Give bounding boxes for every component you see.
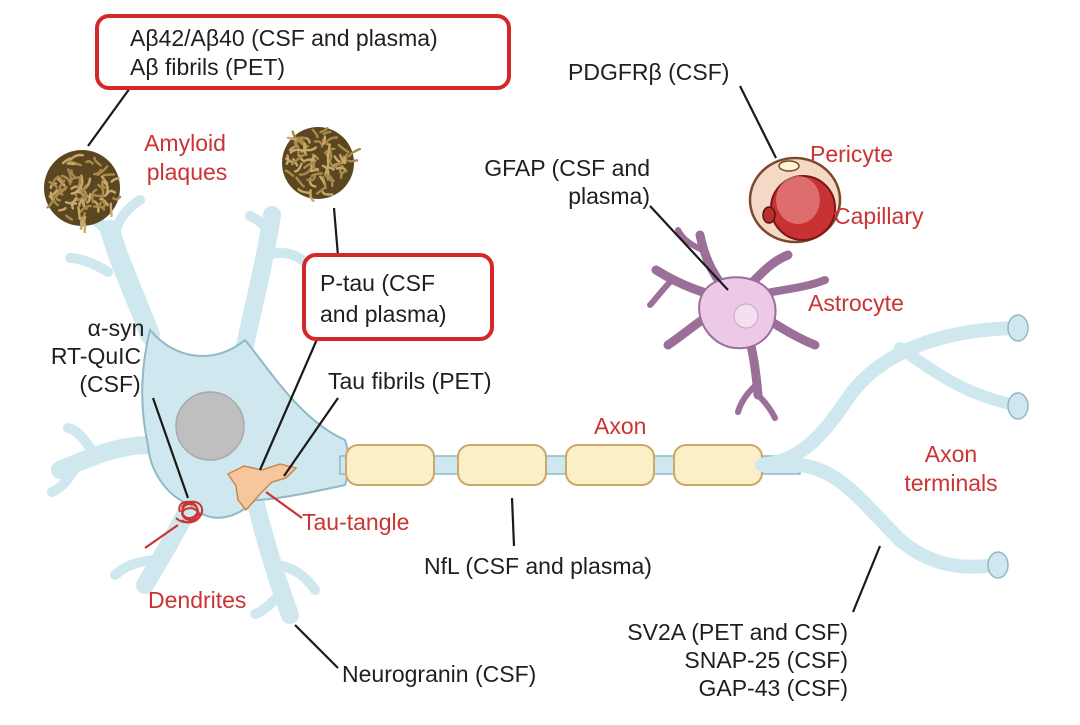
abeta-label-line1: Aβ42/Aβ40 (CSF and plasma) (130, 25, 438, 51)
pointer-asyn (151, 397, 190, 499)
tau-tangle-label: Tau-tangle (302, 509, 409, 535)
tau-fibrils-label: Tau fibrils (PET) (328, 368, 492, 394)
pointer-taufibrils-to-tangle (283, 397, 339, 477)
asyn-label-line3: (CSF) (79, 371, 140, 397)
pointer-abeta-to-plaque (87, 87, 131, 147)
tau-tangle-blob (226, 463, 298, 512)
ptau-label-line1: P-tau (CSF (320, 270, 435, 296)
pointer-capillary (831, 211, 839, 216)
alpha-syn-aggregate (175, 500, 204, 524)
pdgfrb-label: PDGFRβ (CSF) (568, 59, 729, 85)
pointer-synaptic (851, 545, 882, 613)
gfap-label-line1: GFAP (CSF and (484, 155, 650, 181)
amyloid-plaques-label-line1: Amyloid (144, 130, 226, 156)
neuron (47, 195, 350, 624)
axon-terminals-label-line1: Axon (925, 441, 977, 467)
asyn-label-line2: RT-QuIC (51, 343, 141, 369)
neurogranin-label: Neurogranin (CSF) (342, 661, 536, 687)
astrocyte (647, 227, 829, 421)
pointer-lines (87, 85, 882, 669)
abeta-box (95, 14, 511, 90)
sv2a-label: SV2A (PET and CSF) (627, 619, 848, 645)
axon-label: Axon (594, 413, 646, 439)
nfl-label: NfL (CSF and plasma) (424, 553, 652, 579)
neuron-soma (141, 327, 350, 519)
axon (339, 314, 1029, 579)
neuron-nucleus (175, 391, 245, 461)
amyloid-plaque-left (44, 150, 122, 234)
gap43-label: GAP-43 (CSF) (698, 675, 848, 701)
dendrite-branches (47, 195, 320, 624)
pointer-tautangle-label (265, 491, 303, 519)
axon-terminal-knobs (987, 314, 1029, 579)
amyloid-plaque-right (282, 126, 361, 202)
myelin-sheaths (345, 444, 763, 486)
pointer-ptau-to-tangle (258, 336, 320, 471)
pointer-neurogranin (294, 624, 339, 669)
amyloid-plaques-label-line2: plaques (147, 159, 228, 185)
pointer-plaque-to-ptau (332, 207, 340, 257)
pointer-nfl (510, 497, 516, 547)
snap25-label: SNAP-25 (CSF) (684, 647, 848, 673)
gfap-label-line2: plasma) (568, 183, 650, 209)
pericyte-label: Pericyte (810, 141, 893, 167)
axon-terminal-branches (755, 321, 1022, 574)
axon-terminals-label-line2: terminals (904, 470, 997, 496)
capillary-label: Capillary (834, 203, 924, 229)
ptau-label-line2: and plasma) (320, 301, 447, 327)
pointer-pdgfrb (739, 85, 777, 159)
dendrites-label: Dendrites (148, 587, 246, 613)
abeta-label-line2: Aβ fibrils (PET) (130, 54, 285, 80)
astrocyte-label: Astrocyte (808, 290, 904, 316)
pointer-gfap (649, 205, 729, 291)
capillary-pericyte (748, 156, 842, 244)
ptau-box (302, 253, 494, 341)
alpha-syn-red-pointer (144, 524, 179, 549)
asyn-label-line1: α-syn (88, 315, 145, 341)
